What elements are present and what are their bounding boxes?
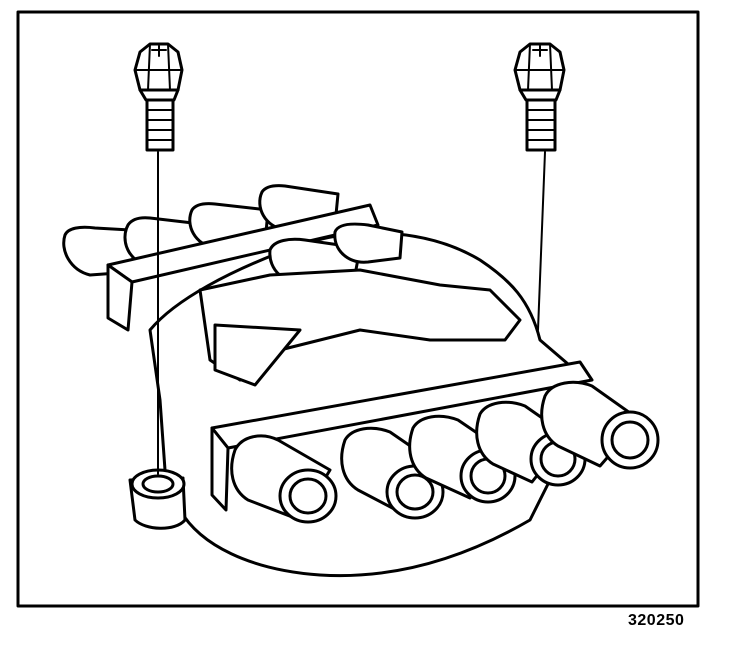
figure-number: 320250: [628, 612, 685, 629]
right-bolt-alignment-line: [537, 151, 546, 331]
rear-bracket-bar-front: [106, 263, 134, 332]
front-bracket-bar-front: [210, 426, 230, 512]
figure-frame: [16, 10, 700, 608]
left-mounting-bolt: [133, 42, 184, 152]
middle-terminal-tower: [333, 222, 404, 264]
cap-casting-recess: [213, 323, 302, 387]
right-mounting-bolt: [513, 42, 566, 152]
mounting-bolt-hole-inner: [141, 474, 175, 494]
front-terminal-tower: [540, 380, 660, 470]
front-terminal-tower: [230, 434, 338, 524]
